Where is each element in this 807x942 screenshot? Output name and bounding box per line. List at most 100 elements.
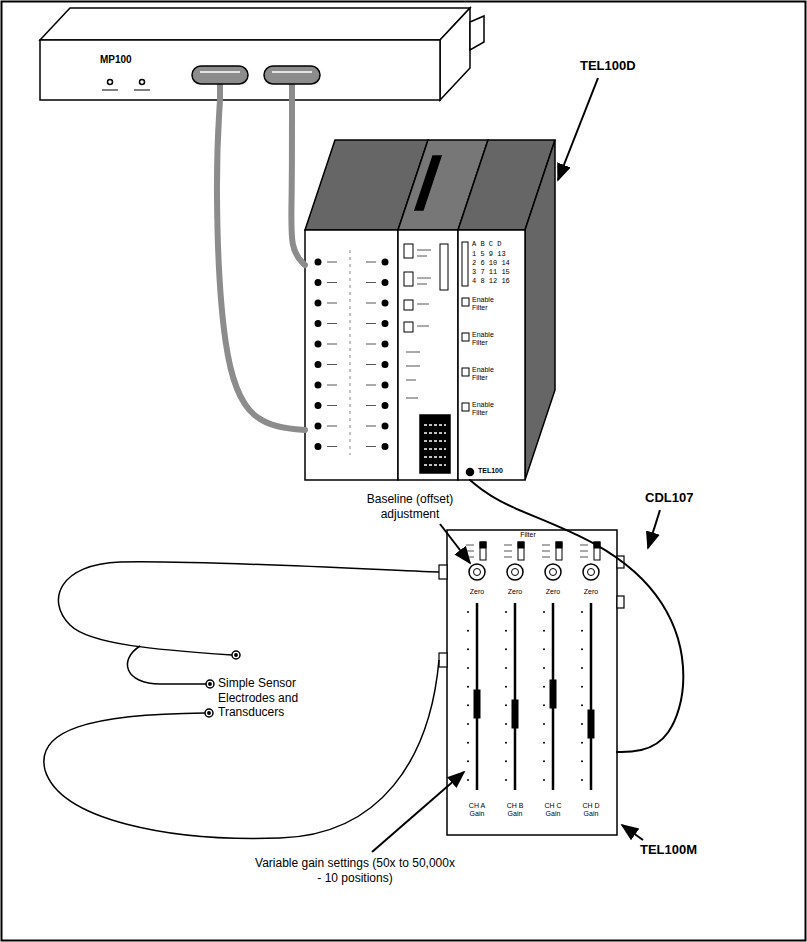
module-slot [415,156,441,210]
connector-highlight [200,71,312,73]
sensor-lead [127,646,206,684]
channel-controls [474,690,480,718]
callout-label: Baseline (offset) adjustment [360,492,460,522]
channel-controls [466,542,600,790]
channel-controls [550,569,557,576]
callout-label: TEL100M [640,842,697,858]
panel-text: Zero [498,588,532,596]
rack-side [525,140,555,480]
electrode [208,712,210,714]
port-connector [192,66,248,84]
panel-marking [406,250,431,398]
panel-text: 4 8 12 16 [472,277,510,286]
channel-controls [512,700,518,728]
jack-marking [327,262,337,447]
switch [404,244,413,258]
panel-text: CH D Gain [578,802,604,818]
panel-text: Enable Filter [472,366,508,382]
filter-switch [462,298,469,306]
device-panel: MP100 [40,40,440,100]
leader-arrow [648,510,660,548]
status-led [108,80,113,85]
panel-text: Zero [574,588,608,596]
sensor-lead [58,562,439,655]
leader-arrow [622,825,643,840]
recorder-front [40,40,440,100]
sensor-lead [44,660,439,838]
filter-switch [462,333,469,341]
panel-text: MP100 [100,54,132,66]
channel-controls [512,569,519,576]
channel-controls [507,564,523,580]
panel-text: Enable Filter [472,296,508,312]
callout-label: CDL107 [645,490,693,506]
channel-controls [468,612,582,781]
cable [217,100,305,430]
receiver-module-front [458,230,525,480]
input-jack [439,565,447,579]
antenna-jack [467,469,474,476]
panel-text: Enable Filter [472,331,508,347]
status-led [140,80,145,85]
led-marking [102,89,150,91]
panel-text: 2 6 10 14 [472,259,510,268]
indicator [440,244,448,290]
panel-text: 1 5 9 13 [472,250,506,259]
jack-marking [366,262,376,447]
panel-text: Filter [513,531,543,539]
channel-controls [466,545,588,557]
input-module-front [305,230,398,480]
recorder-side [440,8,470,100]
electrode [209,683,211,685]
leader-arrow [558,78,598,180]
cable [470,480,683,752]
display-marking [424,425,446,465]
leader-arrow [440,524,470,563]
switch [404,272,413,286]
channel-controls [480,542,486,560]
channel-controls [588,569,595,576]
channel-controls [550,680,556,708]
callout-label: Variable gain settings (50x to 50,000x -… [255,856,455,886]
electrode [232,651,240,659]
channel-selector [462,242,468,286]
output-jack [617,596,624,608]
panel-text: CH C Gain [540,802,566,818]
leader-arrows [372,78,660,852]
channel-controls [518,542,524,560]
panel-text: Zero [460,588,494,596]
channel-controls [588,710,594,738]
filter-switch [462,368,469,376]
module-marking [350,250,351,455]
input-jack [439,653,447,667]
channel-controls [583,564,599,580]
channel-controls [474,569,481,576]
panel-text: CH B Gain [502,802,528,818]
panel-text: 3 7 11 15 [472,268,510,277]
channel-controls [556,542,562,548]
leader-arrow [372,772,464,852]
jack-column [382,262,389,447]
channel-controls [480,542,486,548]
recorder-unit [40,8,484,100]
port-connector [264,66,320,84]
device-panel: FilterZeroZeroZeroZeroCH A GainCH B Gain… [447,530,617,835]
channel-controls [545,564,561,580]
device-panel: A B C D1 5 9 132 6 10 143 7 11 154 8 12 … [305,140,555,480]
electrode [205,709,213,717]
callout-label: TEL100D [580,58,636,74]
amplifier-housing [439,530,624,835]
panel-text: Enable Filter [472,401,508,417]
control-module-front [398,230,458,480]
recorder-latch [470,16,484,50]
switch [404,322,413,332]
cable [291,100,305,265]
panel-text: TEL100 [478,466,503,475]
channel-controls [518,542,524,548]
recorder-top [40,8,470,40]
filter-switch [462,403,469,411]
